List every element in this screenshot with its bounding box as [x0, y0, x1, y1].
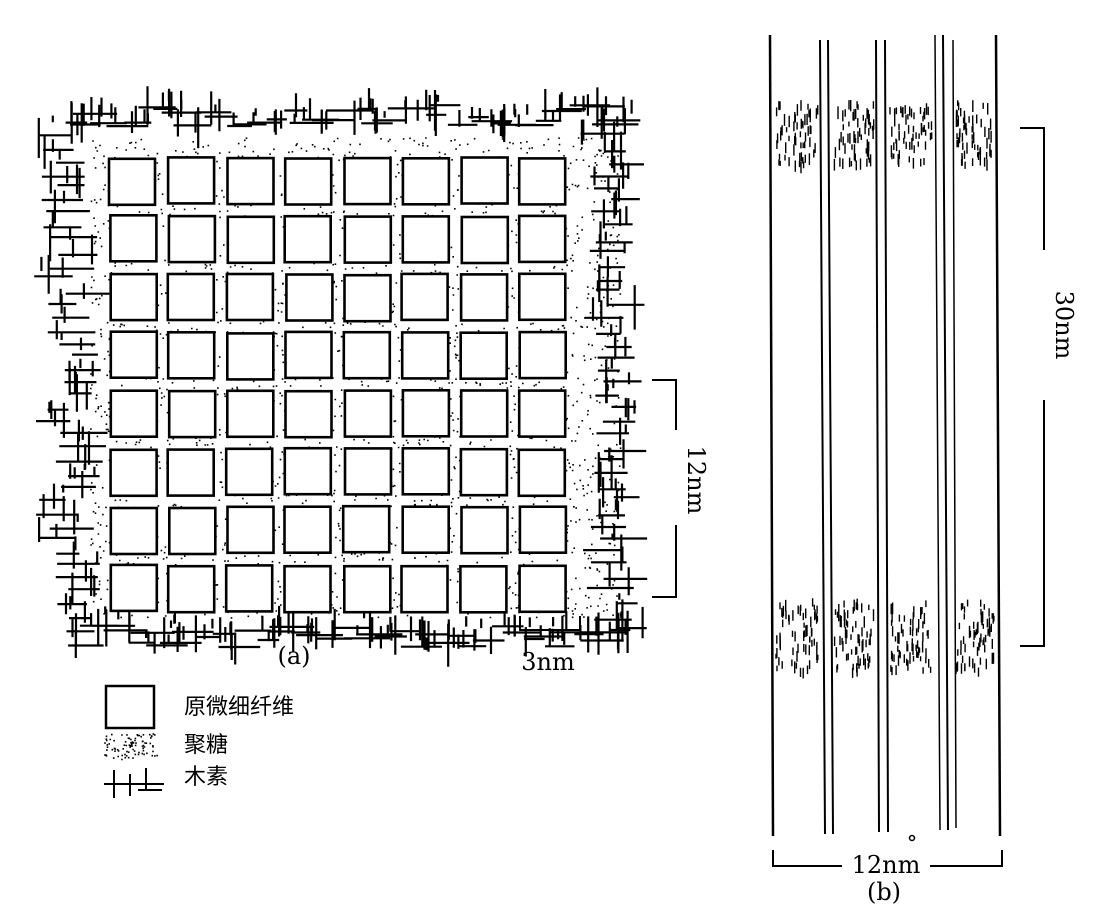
fibril-strand-lines — [768, 34, 1002, 837]
microfibril-square — [285, 273, 334, 322]
dots-icon — [104, 733, 158, 761]
crosses-icon — [104, 768, 164, 798]
microfibril-square — [224, 564, 274, 613]
panel-b-caption: (b) — [867, 878, 901, 906]
dimension-3nm: 3nm — [519, 616, 581, 676]
microfibril-square — [283, 214, 333, 264]
microfibril-square — [166, 272, 216, 322]
microfibril-square — [167, 389, 217, 439]
microfibril-square — [518, 330, 568, 380]
dimension-label-12nm-b: 12nm — [852, 851, 921, 879]
microfibril-square — [459, 273, 509, 322]
microfibril-square — [166, 448, 215, 497]
microfibril-square — [224, 447, 274, 497]
microfibril-square — [459, 331, 509, 381]
microfibril-square — [460, 505, 509, 555]
dimension-label-12nm: 12nm — [682, 446, 710, 515]
dimension-label-3nm: 3nm — [521, 648, 575, 676]
microfibril-square — [109, 448, 158, 498]
microfibril-square — [460, 215, 510, 265]
microfibril-square — [283, 157, 333, 206]
microfibril-square — [225, 272, 275, 322]
square-outline-icon — [104, 684, 156, 730]
legend: 原微细纤维 聚糖 木素 — [104, 684, 294, 798]
microfibril-square — [517, 157, 567, 206]
microfibril-square — [343, 273, 392, 323]
microfibril-square — [226, 156, 275, 206]
small-mark — [908, 834, 916, 842]
microfibril-square — [401, 215, 451, 264]
dimension-label-30nm: 30nm — [1050, 291, 1078, 360]
microfibril-square — [401, 157, 451, 206]
microfibril-square — [109, 272, 158, 322]
microfibril-square — [517, 272, 567, 322]
microfibril-square — [400, 331, 450, 380]
microfibril-square — [284, 389, 333, 439]
microfibril-square — [226, 505, 275, 555]
microfibril-square — [518, 564, 567, 614]
microfibril-square — [343, 215, 393, 264]
microfibril-square — [109, 389, 159, 439]
microfibril-square — [343, 156, 392, 206]
dimension-12nm-vertical: 12nm — [652, 379, 710, 598]
microfibril-square — [166, 156, 216, 205]
microfibril-square — [283, 564, 332, 614]
dimension-12nm-horizontal: 12nm — [772, 834, 1003, 879]
hatch-ticks — [775, 100, 995, 679]
microfibril-square — [459, 564, 508, 614]
microfibril-square — [400, 272, 449, 322]
cross-link-hatch-zones — [775, 100, 995, 679]
microfibril-square — [283, 505, 332, 555]
microfibril-square — [517, 389, 567, 438]
microfibril-square — [107, 157, 157, 207]
microfibril-square — [459, 447, 509, 497]
microfibril-square — [517, 214, 567, 264]
microfibril-square — [166, 564, 216, 614]
panel-b-longitudinal-section: 30nm 12nm (b) — [768, 34, 1078, 906]
microfibril-square — [283, 446, 333, 496]
lignin-crosses — [34, 86, 648, 667]
microfibril-square — [342, 564, 392, 614]
microfibril-square-grid — [107, 156, 568, 614]
legend-item-microfibril: 原微细纤维 — [104, 684, 294, 730]
microfibril-square — [401, 446, 451, 496]
microfibril-square — [109, 330, 159, 380]
legend-label-hemicellulose: 聚糖 — [184, 733, 228, 758]
microfibril-square — [400, 564, 449, 614]
microfibril-square — [284, 330, 333, 380]
microfibril-square — [109, 506, 159, 556]
microfibril-square — [226, 215, 276, 265]
microfibril-square — [459, 389, 509, 438]
microfibril-square — [401, 505, 451, 555]
microfibril-square — [166, 330, 216, 380]
dimension-30nm: 30nm — [1020, 127, 1078, 647]
lignin-cross-pattern — [34, 86, 648, 667]
microfibril-square — [341, 504, 391, 554]
legend-label-lignin: 木素 — [184, 765, 228, 790]
microfibril-square — [168, 506, 217, 556]
microfibril-square — [226, 389, 275, 439]
panel-a-cross-section: 12nm 3nm (a) — [34, 86, 710, 676]
microfibril-square — [517, 448, 567, 498]
microfibril-square — [460, 156, 509, 205]
microfibril-square — [167, 214, 217, 264]
microfibril-square — [518, 505, 568, 555]
panel-a-caption: (a) — [277, 642, 310, 670]
legend-item-lignin: 木素 — [104, 765, 228, 798]
legend-item-hemicellulose: 聚糖 — [104, 733, 228, 761]
microfibril-square — [342, 330, 392, 380]
microfibril-square — [109, 563, 159, 613]
microfibril-square — [343, 447, 393, 496]
microfibril-square — [343, 389, 393, 438]
microfibril-square — [401, 388, 451, 438]
microfibril-square — [109, 214, 158, 263]
microfibril-square — [226, 332, 275, 381]
legend-label-microfibril: 原微细纤维 — [184, 695, 294, 720]
